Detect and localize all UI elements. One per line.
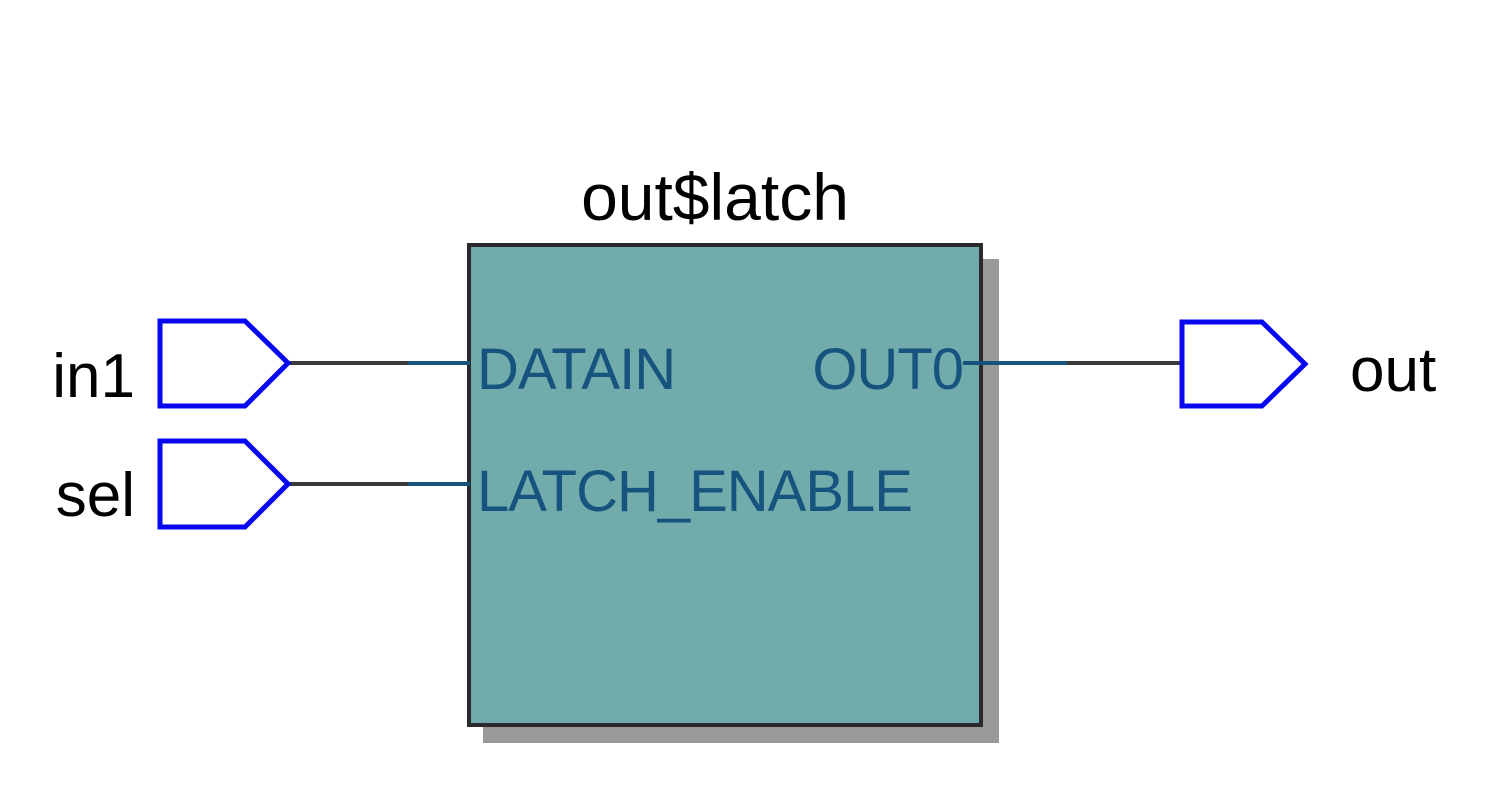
block-title: out$latch [581,160,849,234]
port-label-latch-enable: LATCH_ENABLE [477,459,913,524]
pin-label-sel: sel [55,461,135,530]
input-pin-icon-sel[interactable] [157,438,292,530]
pin-label-in1: in1 [52,342,135,411]
output-pin-icon-out[interactable] [1179,319,1309,409]
port-label-datain: DATAIN [477,337,676,402]
pin-label-out: out [1350,336,1437,405]
latch-block[interactable] [467,243,983,727]
input-pin-icon-in1[interactable] [157,318,292,409]
port-label-out0: OUT0 [812,337,964,402]
